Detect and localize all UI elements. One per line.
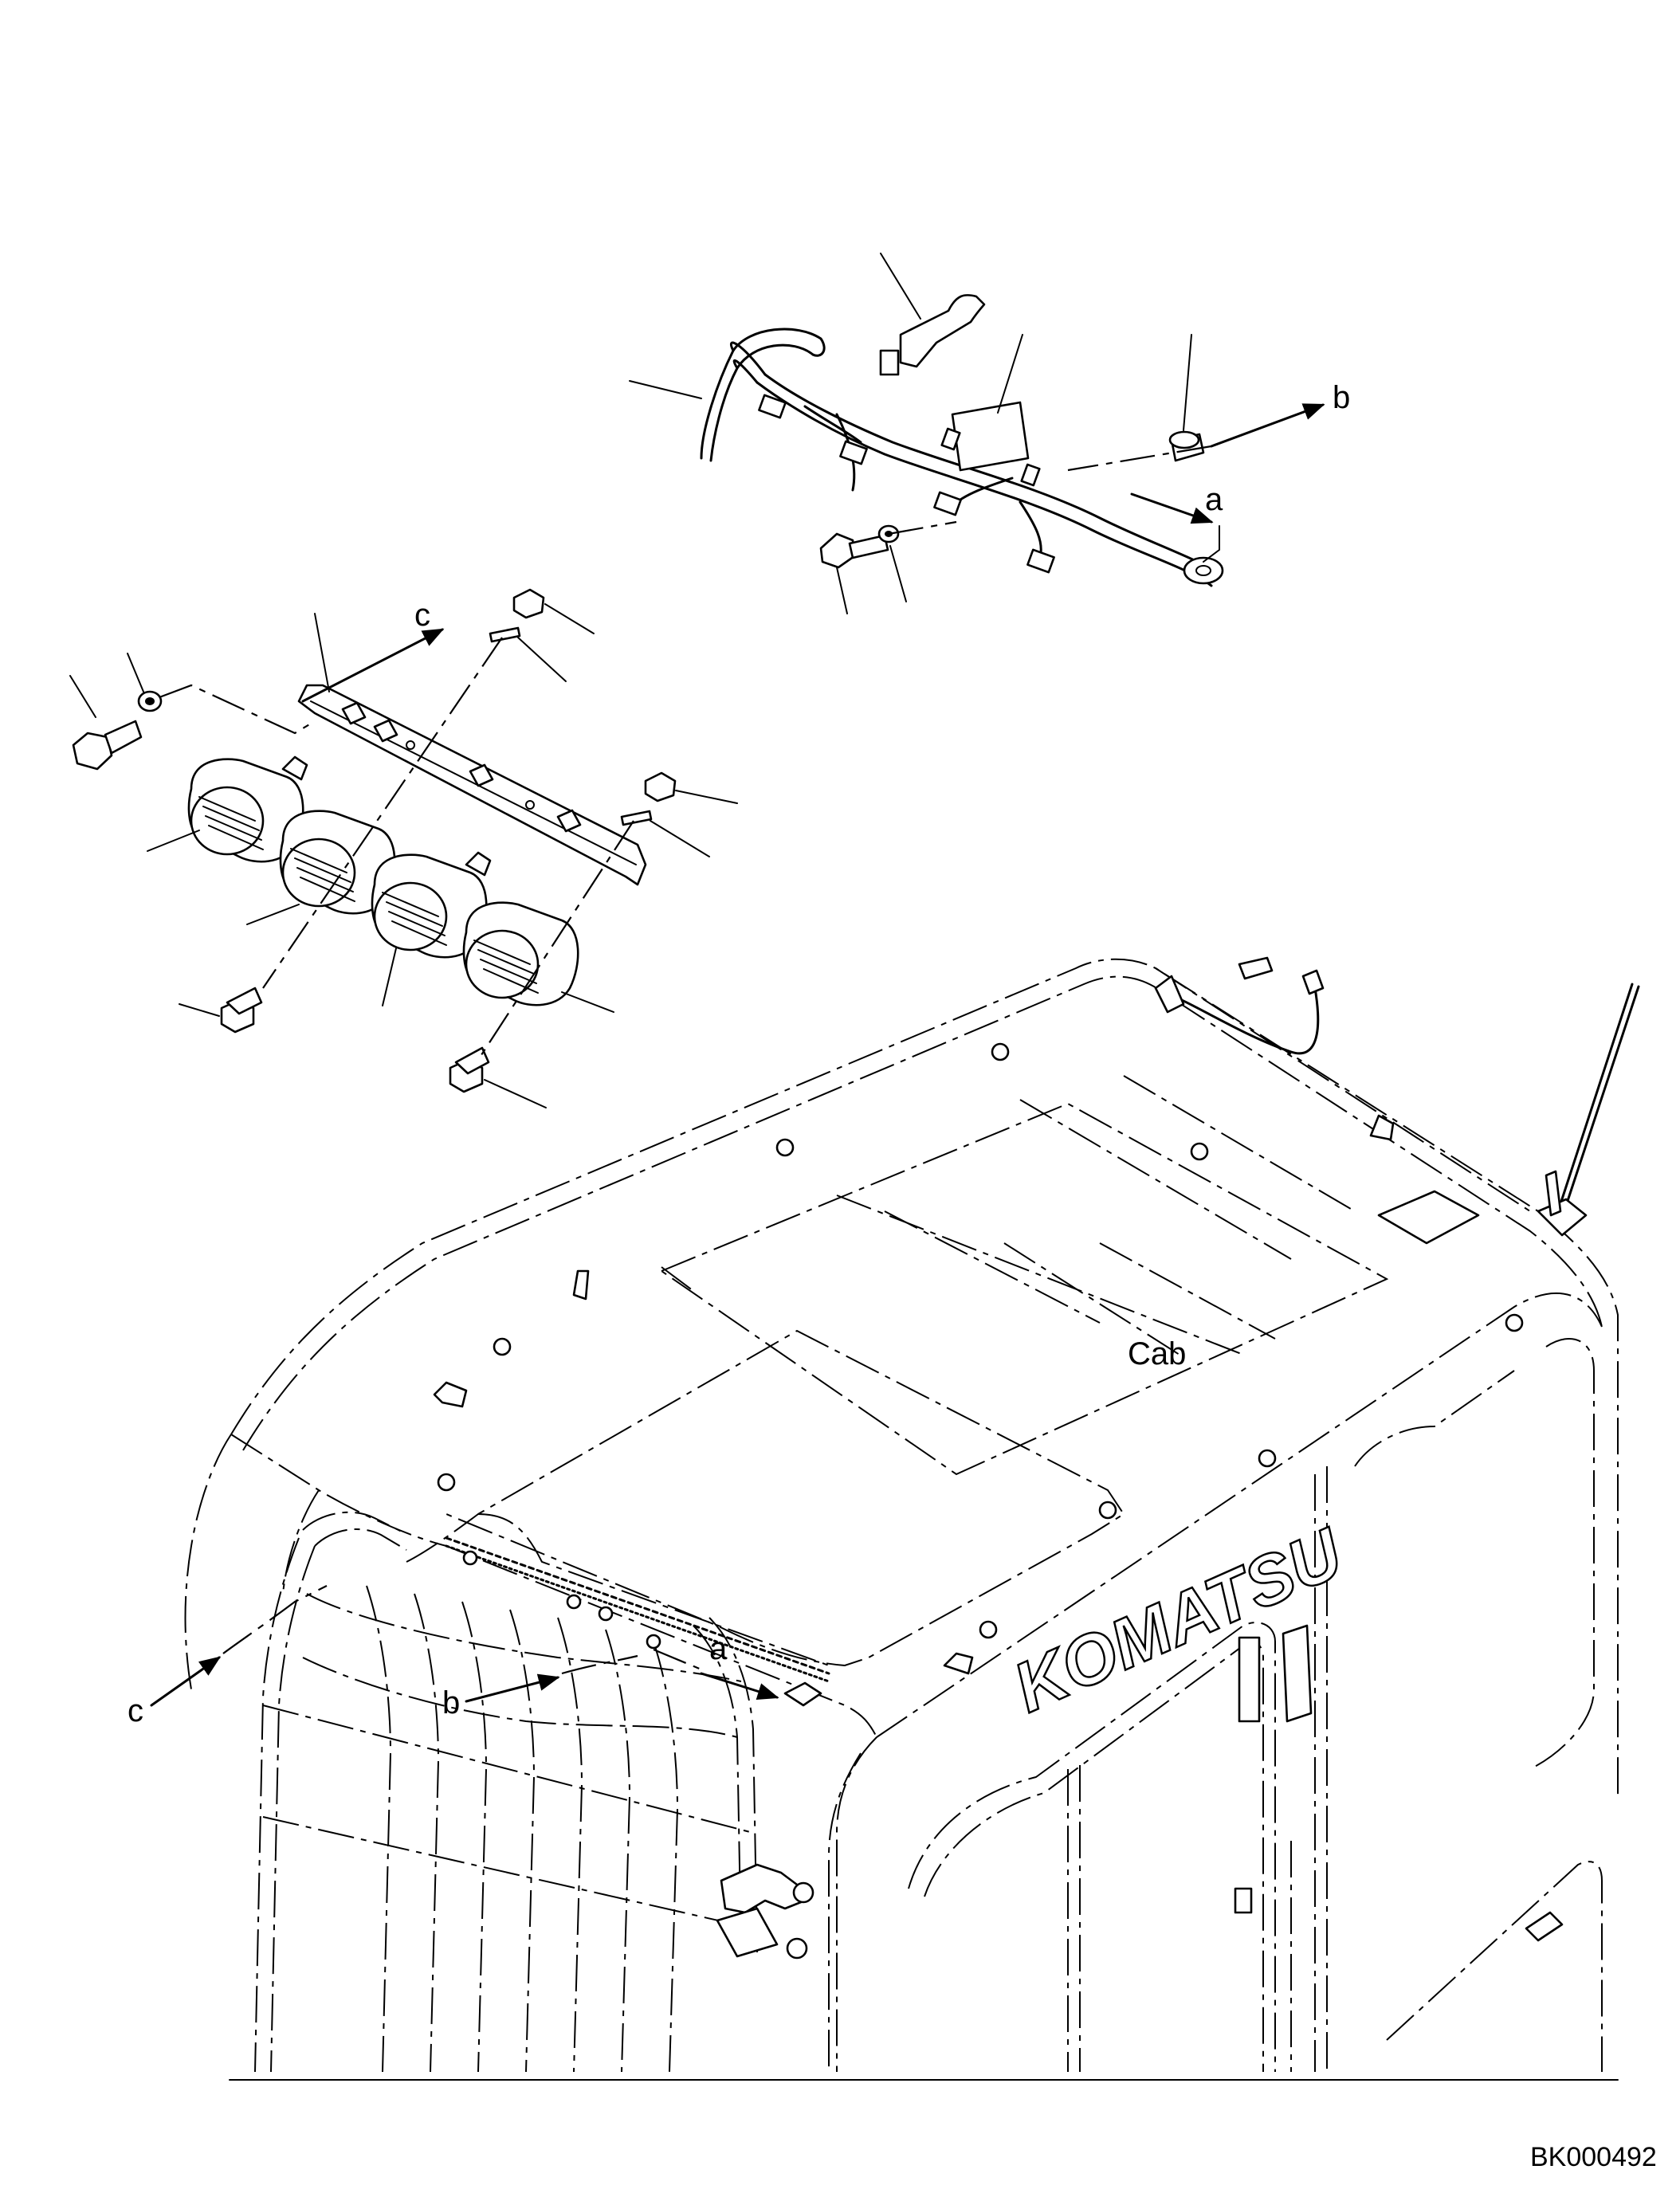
rubber-grommet [1168, 430, 1205, 462]
harness-connector-3 [933, 491, 962, 516]
antenna [1537, 983, 1640, 1237]
skylight-hatch [406, 1266, 1125, 1667]
hinge-lower [716, 1863, 814, 1960]
front-guard [254, 1511, 830, 2073]
harness-connector-1 [758, 394, 787, 419]
cab-label-a: a [709, 1631, 728, 1666]
bolt-lower-1 [220, 987, 263, 1034]
cab-outline: KOMATSU Cab c b a [128, 956, 1640, 2081]
work-lamp-4 [462, 901, 579, 1006]
cab-label-b: b [442, 1685, 460, 1720]
ring-terminal [1183, 556, 1224, 585]
nut-1 [512, 588, 545, 619]
harness-connector-2 [839, 440, 868, 465]
cab-label-c: c [128, 1693, 143, 1728]
bolt-small [819, 532, 889, 569]
wiring-harness: b a [629, 253, 1350, 614]
washer-large [137, 690, 163, 712]
bracket-label-c: c [414, 598, 430, 633]
cab-label: Cab [1128, 1336, 1186, 1371]
harness-bracket [879, 294, 986, 376]
roof-plate [1377, 1190, 1480, 1245]
spacer-2 [620, 810, 653, 826]
nut-2 [644, 771, 677, 802]
drawing-code: BK000492 [1530, 2142, 1657, 2172]
harness-label-a: a [1205, 482, 1223, 517]
harness-cover [951, 401, 1030, 472]
bolt-large [72, 720, 143, 771]
work-lamp-3 [371, 851, 492, 959]
lamp-bracket [297, 684, 647, 886]
spacer-1 [489, 626, 521, 643]
harness-label-b: b [1333, 380, 1350, 415]
bolt-lower-2 [449, 1046, 490, 1093]
cab-door [908, 1622, 1313, 2072]
harness-connector-4 [1026, 548, 1055, 574]
lamp-bracket-assembly: c [69, 588, 738, 1108]
